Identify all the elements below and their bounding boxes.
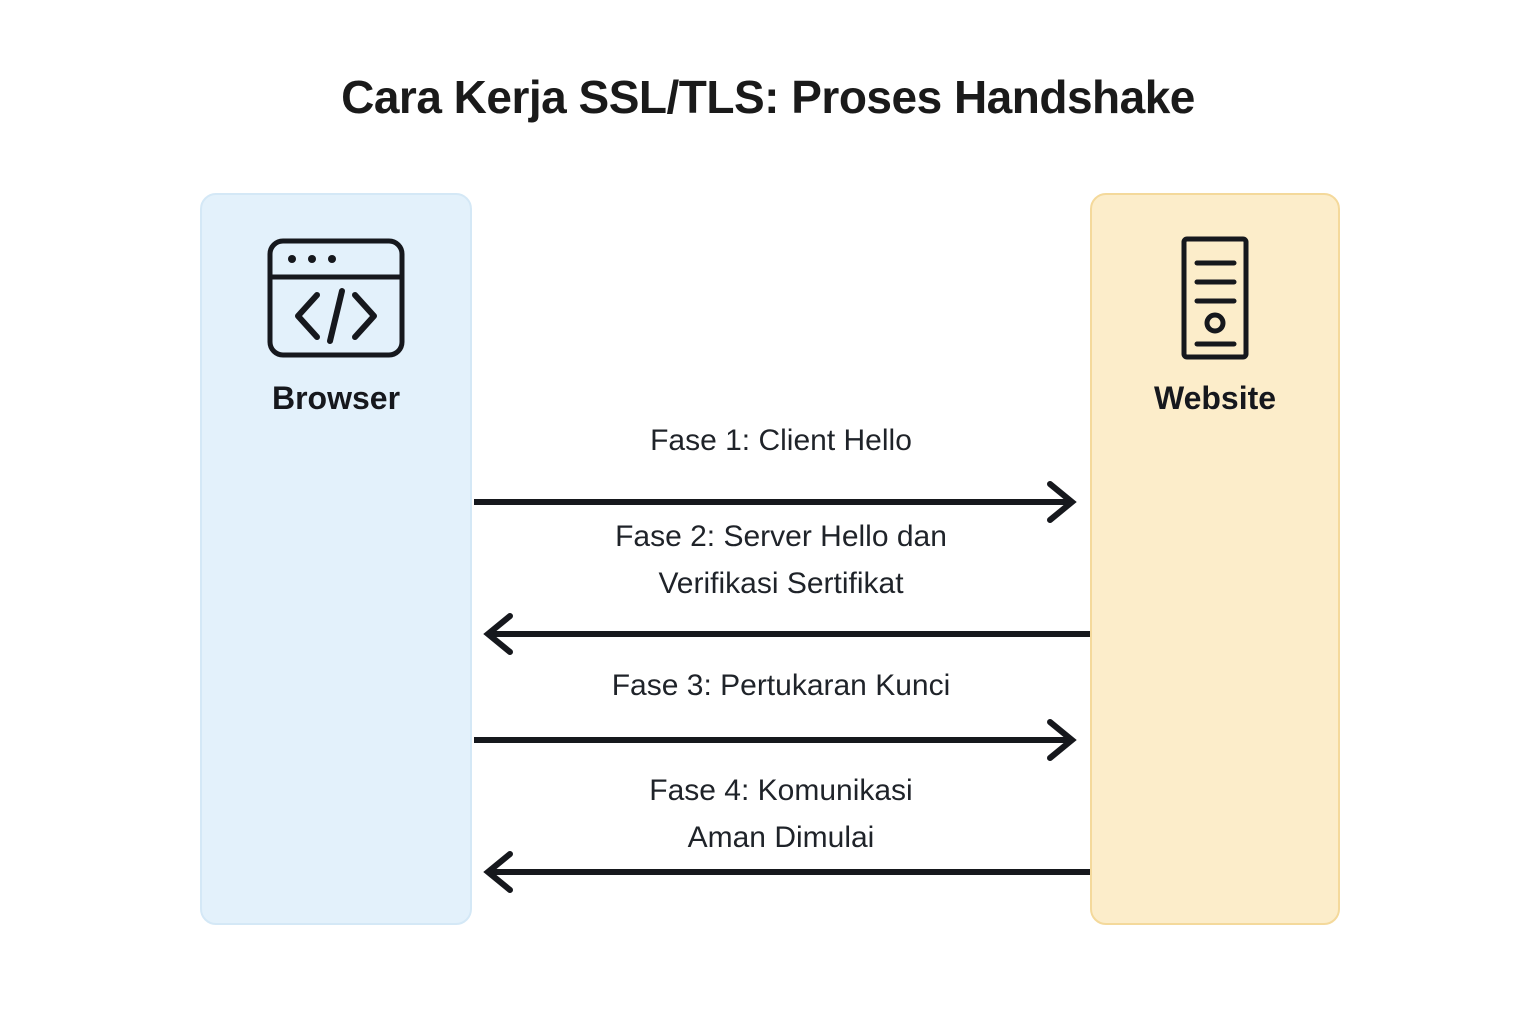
message-label-4: Fase 4: Komunikasi Aman Dimulai xyxy=(649,774,913,854)
participant-label-browser: Browser xyxy=(271,380,401,416)
participant-label-website: Website xyxy=(1153,380,1277,416)
message-arrow-right-1 xyxy=(474,481,1077,523)
browser-window-code-icon xyxy=(202,233,470,363)
message-arrow-left-4 xyxy=(483,851,1090,893)
page-title: Cara Kerja SSL/TLS: Proses Handshake xyxy=(341,71,1195,123)
participant-browser: Browser xyxy=(200,193,472,925)
message-arrow-left-2 xyxy=(483,613,1090,655)
message-arrow-right-3 xyxy=(474,719,1077,761)
participant-website: Website xyxy=(1090,193,1340,925)
message-label-1: Fase 1: Client Hello xyxy=(650,424,912,457)
message-label-3: Fase 3: Pertukaran Kunci xyxy=(611,669,951,702)
server-rack-icon xyxy=(1092,233,1338,363)
message-label-2: Fase 2: Server Hello dan Verifikasi Sert… xyxy=(615,520,947,600)
